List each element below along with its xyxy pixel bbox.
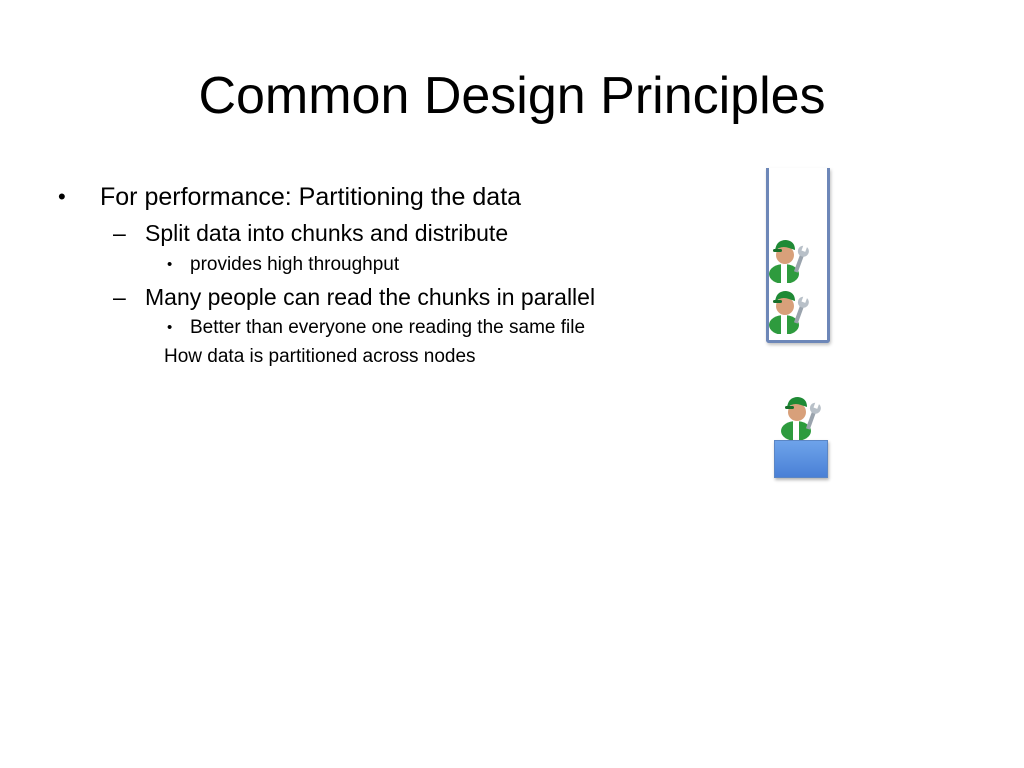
bullet-text: Many people can read the chunks in paral… [145,284,596,310]
bullet-level2: – Many people can read the chunks in par… [113,282,596,312]
bullet-text: For performance: Partitioning the data [100,183,522,211]
bullet-marker: • [167,256,173,273]
plain-text-line: How data is partitioned across nodes [164,345,476,369]
bullet-marker: • [167,319,173,336]
dash-marker: – [113,284,126,310]
slide-title: Common Design Principles [198,67,826,125]
bullet-text: How data is partitioned across nodes [164,346,476,367]
bullet-level2: – Split data into chunks and distribute [113,218,509,248]
bullet-level3: • Better than everyone one reading the s… [167,316,586,340]
worker-icon [769,291,809,334]
bullet-text: Split data into chunks and distribute [145,220,509,246]
partition-diagram [750,160,850,490]
bullet-text: provides high throughput [190,254,400,275]
file-container [766,168,830,343]
bullet-level1: • For performance: Partitioning the data [58,181,522,213]
bullet-list: • For performance: Partitioning the data… [0,0,720,400]
data-node-block [774,440,828,478]
bullet-marker: • [58,184,66,209]
bullet-level3: • provides high throughput [167,253,400,277]
worker-icon [781,397,821,440]
bullet-text: Better than everyone one reading the sam… [190,317,586,338]
worker-icon [769,240,809,283]
dash-marker: – [113,220,126,246]
